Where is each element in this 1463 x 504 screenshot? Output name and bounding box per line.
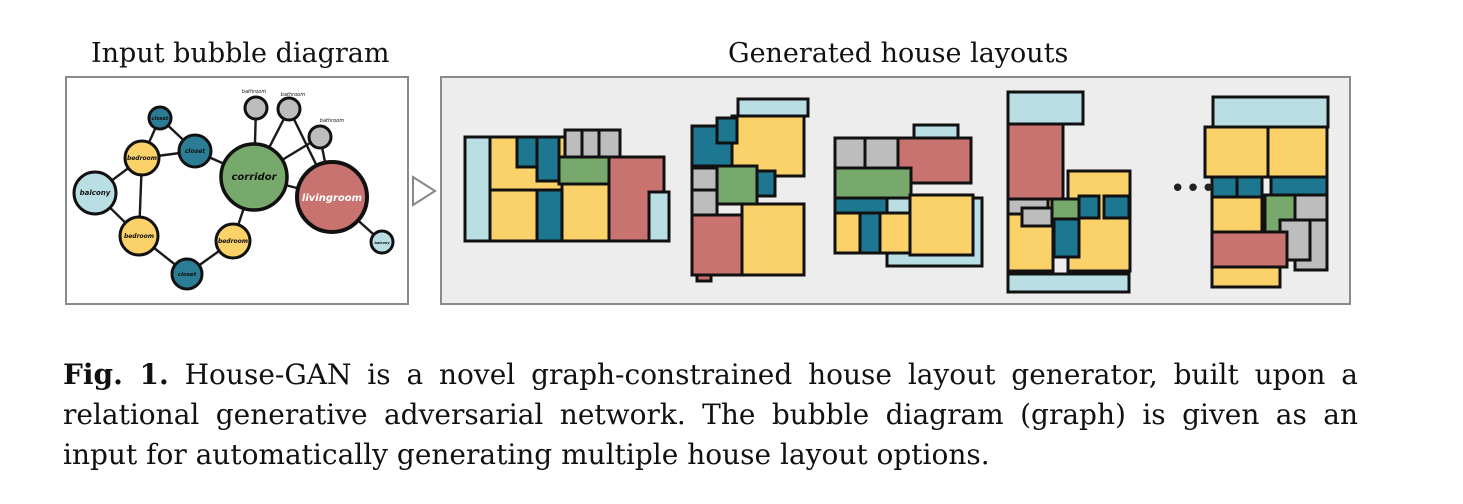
bubble-label: balcony [374, 241, 390, 245]
bubble-label: corridor [231, 172, 277, 183]
bubble-balcony [72, 170, 118, 216]
bubble-label: bathroom [320, 118, 345, 124]
bubble-label: bedroom [218, 238, 248, 245]
bubble-closet-bottom [170, 257, 204, 291]
bubble-bedroom-left [118, 215, 160, 257]
bubble-diagram-panel: closet bedroom closet balcony corridor l… [65, 76, 409, 305]
bubble-bedroom-top [123, 139, 161, 177]
layout-2 [690, 97, 810, 283]
layout-1 [463, 128, 671, 243]
bubble-bathroom-2 [276, 96, 302, 122]
bubbles [72, 95, 395, 291]
input-panel-title: Input bubble diagram [91, 38, 390, 69]
bubble-label: bathroom [281, 92, 306, 98]
figure-caption: Fig. 1. House-GAN is a novel graph-const… [63, 355, 1358, 475]
caption-lead: Fig. 1. [63, 358, 169, 391]
bubble-label: bedroom [127, 155, 157, 162]
bubble-label: bedroom [124, 233, 154, 240]
bubble-label: balcony [80, 189, 111, 197]
arrow-icon [412, 175, 437, 207]
bubble-label: closet [178, 272, 197, 278]
bubble-bathroom-1 [243, 95, 269, 121]
layout-5 [1203, 95, 1330, 289]
bubble-label: bathroom [242, 89, 267, 95]
layout-4 [1006, 90, 1132, 294]
bubble-diagram: closet bedroom closet balcony corridor l… [72, 89, 395, 291]
output-panel-title: Generated house layouts [728, 38, 1069, 69]
bubble-labels: closet bedroom closet balcony corridor l… [80, 89, 391, 278]
bubble-label: livingroom [302, 193, 362, 204]
caption-text: House-GAN is a novel graph-constrained h… [63, 358, 1358, 471]
bubble-label: closet [185, 148, 206, 155]
bubble-livingroom [295, 160, 369, 234]
layouts-canvas: ••• [463, 90, 1330, 294]
layout-3 [833, 123, 984, 268]
bubble-bathroom-3 [307, 124, 333, 150]
ellipsis-icon: ••• [1170, 174, 1216, 204]
bubble-closet-top [147, 105, 173, 131]
bubble-label: closet [152, 116, 169, 122]
bubble-bedroom-right [214, 222, 252, 260]
bubble-balcony-small [369, 229, 395, 255]
bubble-corridor [219, 142, 289, 212]
generated-layouts-panel: ••• [440, 76, 1351, 305]
bubble-closet-mid [177, 133, 213, 169]
